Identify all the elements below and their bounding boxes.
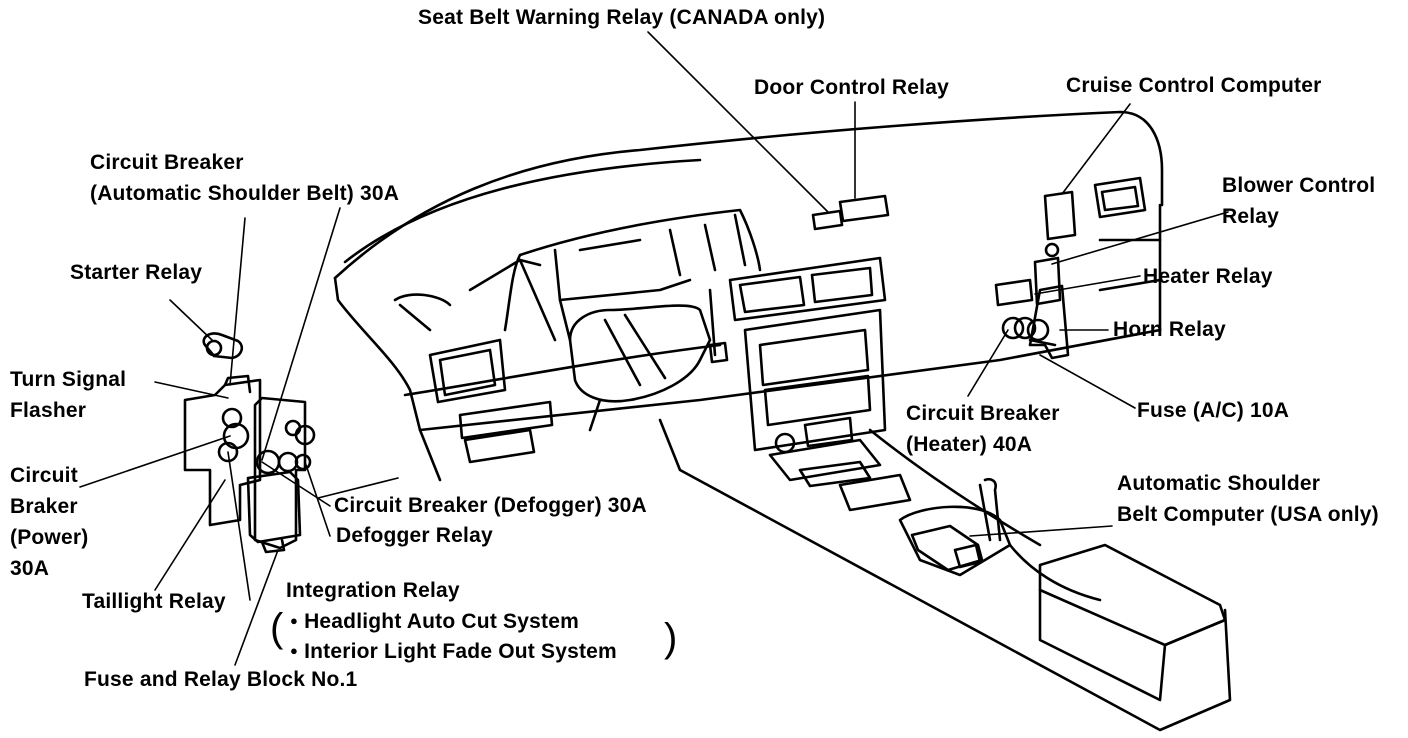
label-text: Belt Computer (USA only) bbox=[1117, 503, 1379, 526]
right-relay-cluster bbox=[994, 242, 1070, 360]
right-paren: ) bbox=[664, 616, 678, 660]
dashboard-outline bbox=[333, 110, 1164, 482]
label-headlight-auto-cut: Headlight Auto Cut System bbox=[290, 606, 579, 639]
label-fuse-ac: Fuse (A/C) 10A bbox=[1137, 395, 1289, 426]
label-text: Circuit Breaker (Defogger) 30A bbox=[334, 494, 647, 517]
label-text: Interior Light Fade Out System bbox=[290, 636, 617, 669]
label-circuit-breaker-heater: Circuit Breaker (Heater) 40A bbox=[906, 398, 1060, 460]
label-text: Horn Relay bbox=[1113, 318, 1226, 341]
instrument-hood bbox=[503, 208, 762, 342]
label-seat-belt-warning-relay: Seat Belt Warning Relay (CANADA only) bbox=[418, 2, 825, 33]
label-taillight-relay: Taillight Relay bbox=[82, 586, 226, 617]
label-text: Cruise Control Computer bbox=[1066, 74, 1322, 97]
label-text: Automatic Shoulder bbox=[1117, 472, 1321, 495]
label-text: Turn Signal bbox=[10, 368, 127, 391]
right-vent bbox=[1093, 176, 1147, 219]
label-text: Taillight Relay bbox=[82, 590, 226, 613]
center-vents bbox=[708, 256, 887, 364]
door-control-relay-shape bbox=[838, 194, 890, 223]
label-text: Circuit bbox=[10, 464, 78, 487]
label-text: Relay bbox=[1222, 205, 1280, 228]
label-fuse-relay-block: Fuse and Relay Block No.1 bbox=[84, 664, 357, 695]
seat-belt-warning-relay-shape bbox=[811, 209, 844, 231]
label-text: (Automatic Shoulder Belt) 30A bbox=[90, 182, 400, 205]
label-blower-control-relay: Blower Control Relay bbox=[1222, 170, 1375, 232]
label-text: Blower Control bbox=[1222, 174, 1376, 197]
label-text: Braker bbox=[10, 495, 78, 518]
label-text: Seat Belt Warning Relay (CANADA only) bbox=[418, 6, 826, 29]
leader-lines bbox=[79, 31, 1229, 666]
label-circuit-breaker-defogger: Circuit Breaker (Defogger) 30A bbox=[334, 490, 647, 521]
left-vent bbox=[428, 338, 554, 464]
label-circuit-braker-power: Circuit Braker (Power) 30A bbox=[10, 460, 88, 584]
label-text: Integration Relay bbox=[286, 579, 460, 602]
center-console bbox=[658, 418, 1232, 732]
fuse-relay-block bbox=[183, 374, 316, 554]
label-text: 30A bbox=[10, 557, 50, 580]
label-text: Fuse (A/C) 10A bbox=[1137, 399, 1290, 422]
label-heater-relay: Heater Relay bbox=[1143, 261, 1273, 292]
label-text: Circuit Breaker bbox=[906, 402, 1060, 425]
label-text: Headlight Auto Cut System bbox=[290, 606, 579, 639]
label-asb-computer: Automatic Shoulder Belt Computer (USA on… bbox=[1117, 468, 1379, 530]
label-cruise-control-computer: Cruise Control Computer bbox=[1066, 70, 1321, 101]
top-relays bbox=[811, 190, 1077, 241]
left-paren: ( bbox=[270, 606, 284, 650]
label-text: Door Control Relay bbox=[754, 76, 949, 99]
label-text: (Heater) 40A bbox=[906, 433, 1033, 456]
label-turn-signal-flasher: Turn Signal Flasher bbox=[10, 364, 126, 426]
label-horn-relay: Horn Relay bbox=[1113, 314, 1226, 345]
label-defogger-relay: Defogger Relay bbox=[336, 520, 493, 551]
label-text: Heater Relay bbox=[1143, 265, 1273, 288]
label-integration-relay: Integration Relay bbox=[286, 575, 460, 606]
label-starter-relay: Starter Relay bbox=[70, 257, 202, 288]
cruise-control-computer-shape bbox=[1043, 190, 1077, 241]
label-text: Circuit Breaker bbox=[90, 151, 244, 174]
label-circuit-breaker-asb: Circuit Breaker (Automatic Shoulder Belt… bbox=[90, 147, 399, 209]
label-text: (Power) bbox=[10, 526, 89, 549]
label-text: Fuse and Relay Block No.1 bbox=[84, 668, 358, 691]
steering-column bbox=[568, 304, 712, 432]
label-text: Flasher bbox=[10, 399, 87, 422]
label-door-control-relay: Door Control Relay bbox=[754, 72, 949, 103]
label-text: Defogger Relay bbox=[336, 524, 493, 547]
center-stack bbox=[743, 308, 887, 454]
label-text: Starter Relay bbox=[70, 261, 203, 284]
starter-relay-shape bbox=[202, 332, 244, 360]
label-interior-light-fade: Interior Light Fade Out System bbox=[290, 636, 617, 669]
